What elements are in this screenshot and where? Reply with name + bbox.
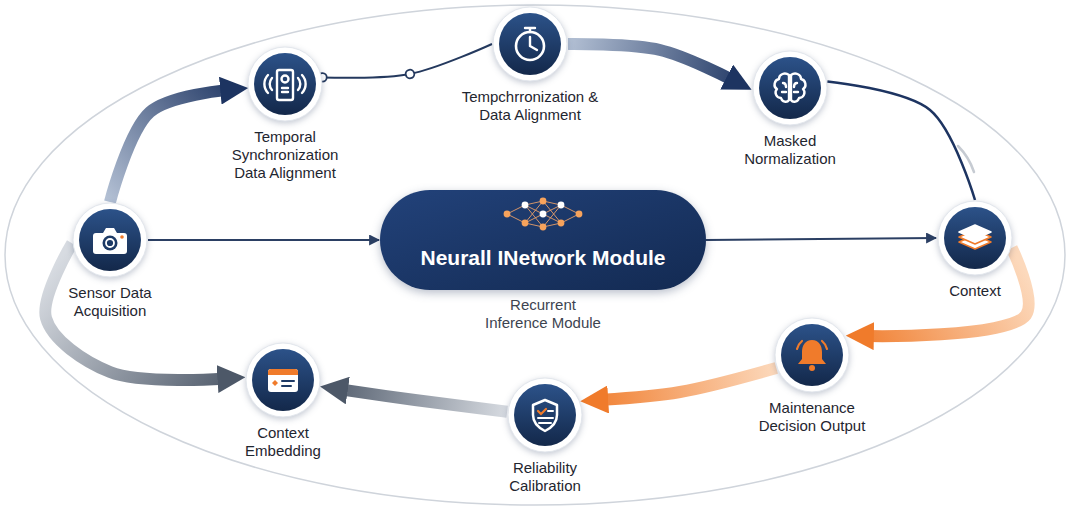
label-block: Recurrent Inference Module: [478, 296, 608, 332]
flow-arrow: [827, 81, 975, 200]
label-block: Maintenance Decision Output: [747, 399, 877, 435]
device-icon: [264, 70, 305, 100]
flow-arrow: [568, 44, 732, 80]
layers-icon: [959, 225, 991, 249]
label-block: Masked Normalization: [735, 132, 845, 168]
node-label: Masked Normalization: [735, 132, 845, 168]
shield-icon: [533, 400, 557, 431]
bell-icon: [797, 340, 827, 371]
node-label: Sensor Data Acquisition: [60, 284, 160, 320]
node-label: Maintenance Decision Output: [747, 399, 877, 435]
icon-node: Tempchrronization & Data Alignment: [492, 6, 568, 82]
node-label: Context Embedding: [238, 424, 328, 460]
icon-node: Context: [937, 200, 1013, 276]
label-block: Temporal Synchronization Data Alignment: [225, 128, 345, 182]
icon-badge: [72, 202, 148, 278]
icon-badge: [247, 46, 323, 122]
flow-arrow: [322, 44, 492, 78]
icon-node: Masked Normalization: [752, 50, 828, 126]
label-block: Context: [930, 282, 1020, 300]
icon-badge: [245, 342, 321, 418]
flow-arrow: [342, 390, 507, 412]
camera-icon: [93, 228, 127, 254]
cycle-ellipse: [5, 5, 1065, 505]
icon-badge: [507, 377, 583, 453]
icon-badge: [774, 317, 850, 393]
icon-badge: [937, 200, 1013, 276]
flow-arrow: [706, 238, 936, 240]
icon-badge: [492, 6, 568, 82]
icon-badge: [752, 50, 828, 126]
label-block: Context Embedding: [238, 424, 328, 460]
brain-icon: [775, 74, 806, 102]
node-label: Reliability Calibration: [495, 459, 595, 495]
icon-node: Maintenance Decision Output: [774, 317, 850, 393]
network-icon: [504, 198, 583, 231]
label-block: Sensor Data Acquisition: [60, 284, 160, 320]
flow-arrow: [110, 90, 226, 202]
label-block: Reliability Calibration: [495, 459, 595, 495]
card-icon: [268, 369, 298, 392]
node-label: Temporal Synchronization Data Alignment: [225, 128, 345, 182]
flow-arrow: [603, 368, 777, 400]
clock-icon: [516, 28, 544, 60]
icon-node: Temporal Synchronization Data Alignment: [247, 46, 323, 122]
node-label: Tempchrronization & Data Alignment: [455, 88, 605, 124]
node-label: Context: [930, 282, 1020, 300]
label-block: Tempchrronization & Data Alignment: [455, 88, 605, 124]
icon-node: Context Embedding: [245, 342, 321, 418]
module-title: Neurall INetwork Module: [420, 246, 665, 270]
node-label: Recurrent Inference Module: [478, 296, 608, 332]
flow-arrow: [148, 239, 379, 241]
icon-node: Reliability Calibration: [507, 377, 583, 453]
connectors: [45, 44, 1028, 412]
process-pill: Neurall INetwork ModuleRecurrent Inferen…: [380, 190, 706, 290]
icon-node: Sensor Data Acquisition: [72, 202, 148, 278]
module-pill: [380, 190, 706, 290]
